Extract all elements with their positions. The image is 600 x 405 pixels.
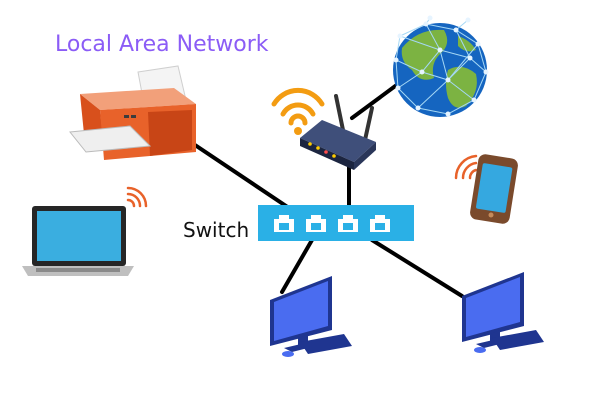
laptop-wifi-signal-icon (126, 186, 148, 208)
link-printer-switch (190, 141, 294, 212)
desktop-computer-icon (270, 276, 352, 357)
link-switch-desktop-right (370, 238, 464, 298)
smartphone-signal-icon (454, 154, 478, 180)
globe-icon (393, 15, 489, 117)
wifi-router-icon (271, 87, 376, 170)
smartphone-icon (454, 154, 518, 224)
desktop-computer-icon (462, 272, 544, 353)
diagram-title: Local Area Network (55, 32, 269, 57)
laptop-icon (22, 186, 148, 276)
switch-label: Switch (183, 218, 250, 242)
network-switch-icon (258, 205, 414, 241)
links (190, 82, 464, 298)
link-switch-desktop-left (280, 238, 314, 294)
router-wifi-signal-icon (271, 87, 325, 126)
printer-icon (69, 65, 196, 160)
link-router-internet (350, 82, 400, 120)
